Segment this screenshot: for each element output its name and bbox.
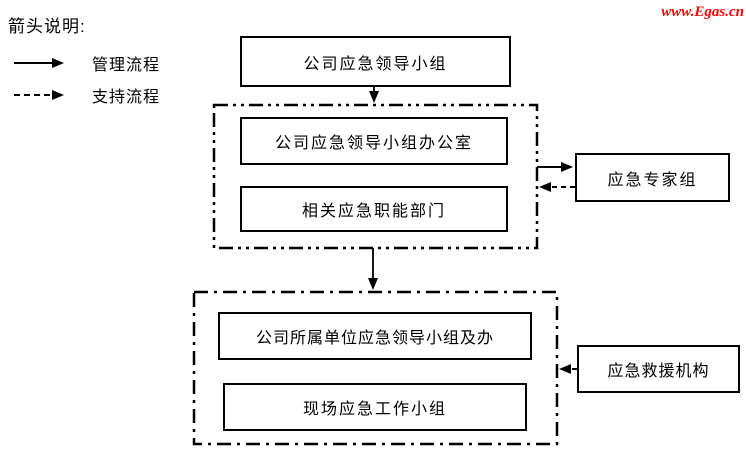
dashed-arrow-icon	[14, 90, 64, 100]
legend-item-management: 管理流程	[12, 51, 160, 75]
legend-label-management: 管理流程	[92, 57, 161, 74]
watermark-url: www.Egas.cn	[661, 4, 744, 20]
legend-label-support: 支持流程	[92, 89, 161, 106]
node-leading-group-office: 公司应急领导小组办公室	[240, 117, 508, 165]
node-company-leading-group: 公司应急领导小组	[240, 36, 511, 87]
node-expert-group: 应急专家组	[575, 153, 730, 202]
solid-arrow-icon	[14, 58, 64, 68]
legend-item-support: 支持流程	[12, 83, 160, 107]
node-rescue-agency: 应急救援机构	[577, 345, 740, 393]
legend-title: 箭头说明:	[8, 17, 86, 36]
node-field-work-group: 现场应急工作小组	[223, 383, 527, 431]
node-subordinate-unit-group: 公司所属单位应急领导小组及办	[218, 312, 532, 360]
node-related-departments: 相关应急职能部门	[240, 186, 508, 232]
